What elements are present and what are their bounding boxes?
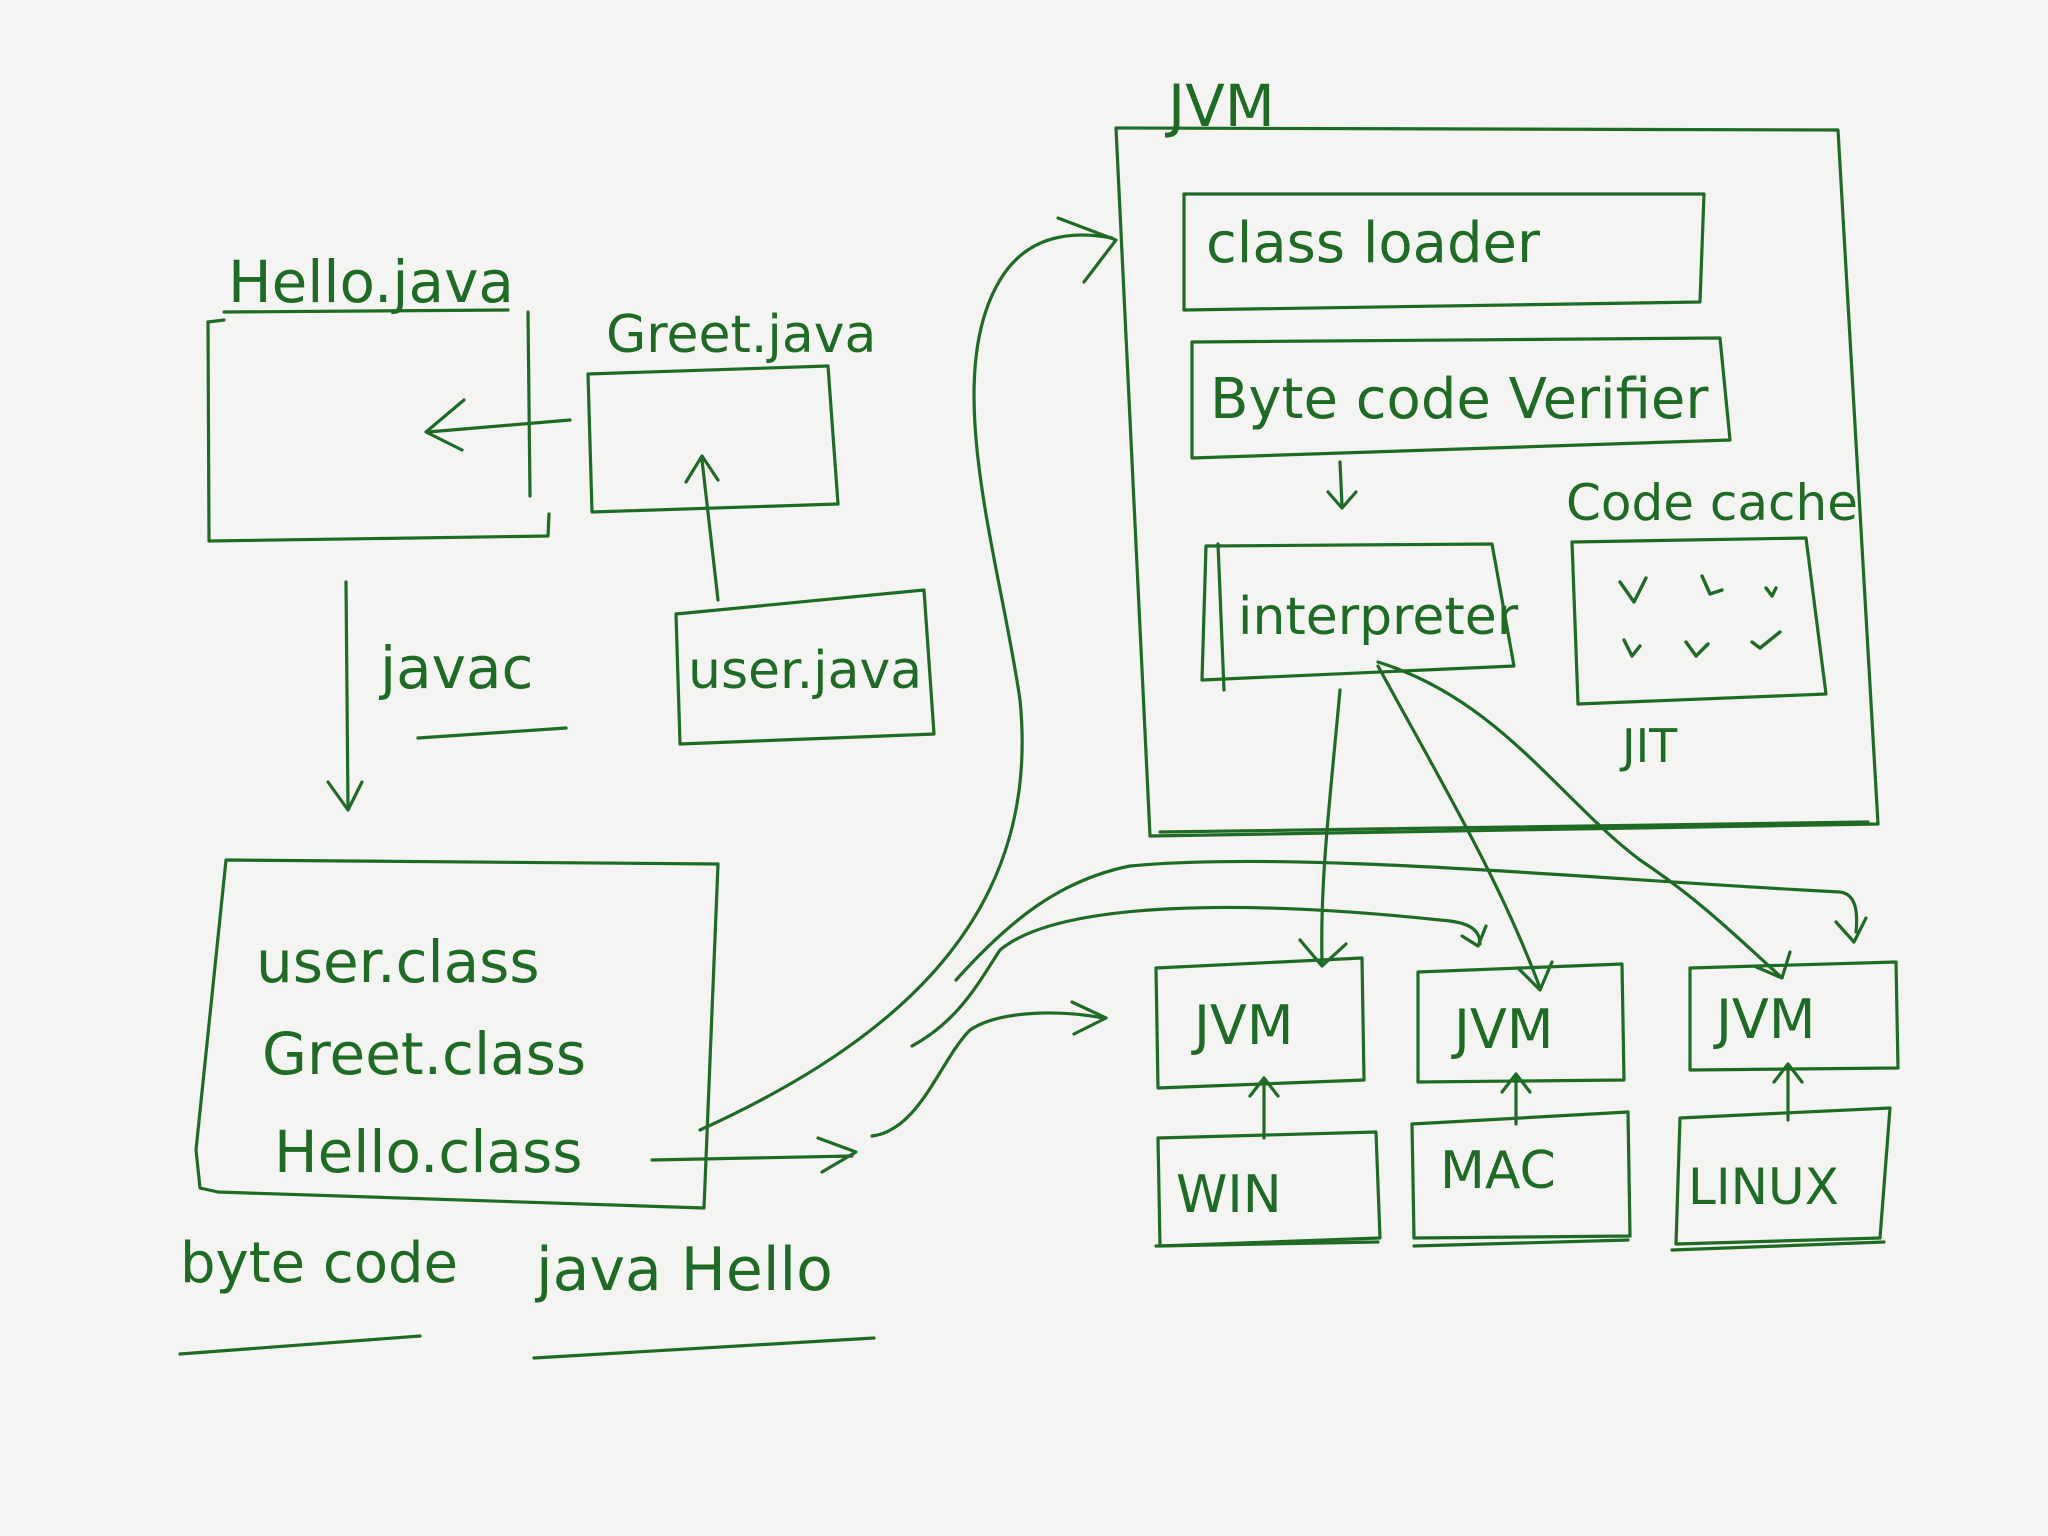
arrow-bytecode-to-classloader	[698, 216, 1118, 1132]
code-cache-label: Code cache	[1566, 474, 1858, 532]
class-loader-label: class loader	[1206, 211, 1541, 276]
platform-win: JVM WIN	[1154, 956, 1382, 1248]
verifier-label: Byte code Verifier	[1210, 367, 1709, 432]
platform-linux-os: LINUX	[1688, 1158, 1839, 1216]
run-command-label: java Hello	[534, 1235, 833, 1305]
hello-java-label: Hello.java	[228, 248, 514, 316]
user-java-label: user.java	[688, 641, 922, 701]
user-java-node: user.java	[674, 588, 936, 746]
platform-linux-jvm: JVM	[1713, 988, 1815, 1051]
platform-win-jvm: JVM	[1191, 994, 1293, 1057]
bytecode-file-greet: Greet.class	[262, 1020, 586, 1088]
bytecode-file-hello: Hello.class	[274, 1118, 582, 1186]
javac-label: javac	[378, 634, 533, 702]
hello-java-node: Hello.java	[206, 248, 551, 543]
compile-arrow: javac	[326, 580, 568, 812]
greet-java-node: Greet.java	[586, 305, 876, 514]
platform-mac: JVM MAC	[1410, 962, 1632, 1248]
arrow-run	[650, 1136, 858, 1174]
bytecode-label: byte code	[180, 1231, 458, 1296]
interpreter-label: interpreter	[1238, 587, 1519, 647]
code-cache-entries	[1618, 574, 1782, 658]
platform-win-os: WIN	[1176, 1165, 1282, 1225]
bytecode-node: user.class Greet.class Hello.class	[194, 858, 720, 1210]
jvm-node: JVM class loader Byte code Verifier inte…	[1114, 72, 1880, 838]
arrows-bytecode-to-platforms	[870, 859, 1868, 1138]
bytecode-file-user: user.class	[256, 928, 540, 996]
arrows-interpreter-to-platforms	[1298, 660, 1792, 992]
platform-linux: JVM LINUX	[1670, 960, 1900, 1252]
platform-mac-jvm: JVM	[1451, 998, 1553, 1061]
arrow-greet-to-hello	[424, 398, 572, 452]
platform-mac-os: MAC	[1440, 1141, 1556, 1201]
jit-label: JIT	[1619, 719, 1678, 773]
greet-java-label: Greet.java	[606, 305, 876, 365]
arrow-user-to-greet	[684, 454, 720, 602]
